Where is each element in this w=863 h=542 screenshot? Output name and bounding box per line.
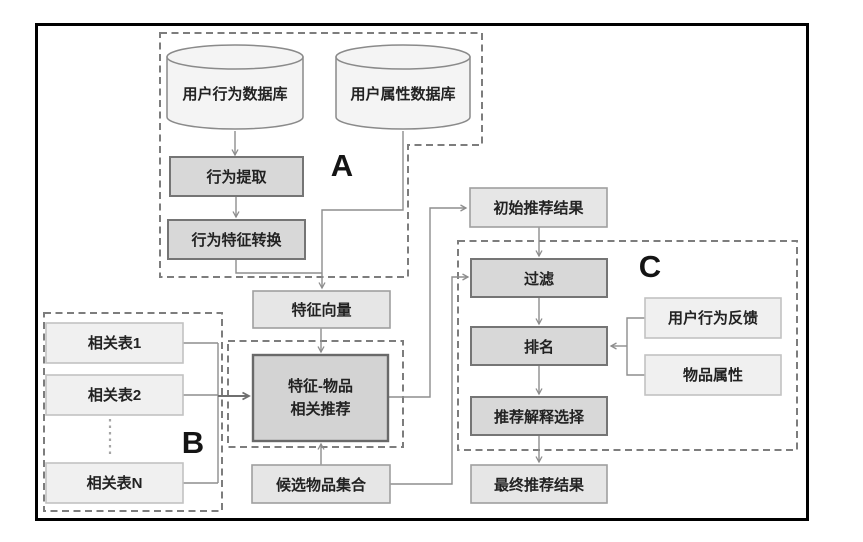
group-core-outline (227, 340, 404, 448)
node-user-behavior-db: 用户行为数据库 (166, 44, 304, 130)
group-a-label: A (331, 148, 353, 183)
node-rank: 排名 (470, 326, 608, 366)
connectors (108, 131, 645, 485)
node-box (167, 219, 306, 260)
group-b-label: B (182, 425, 204, 460)
node-box (251, 353, 390, 443)
node-label: 物品属性 (683, 366, 743, 384)
figure-border (35, 23, 809, 521)
edge-convert-to-featurevector (235, 259, 322, 274)
node-explain-select: 推荐解释选择 (470, 396, 608, 436)
node-label: 行为特征转换 (190, 231, 282, 249)
database-cylinder-top-icon (335, 44, 471, 70)
node-label: 相关表1 (88, 334, 141, 352)
group-core (227, 340, 404, 448)
group-b: B (43, 312, 223, 512)
node-item-attrs: 物品属性 (644, 354, 782, 396)
group-c: C (457, 240, 798, 451)
node-box (45, 374, 184, 416)
node-box (169, 156, 304, 197)
group-c-outline (457, 240, 798, 451)
group-a-outline (159, 32, 483, 278)
node-box (470, 258, 608, 298)
node-behavior-feedback: 用户行为反馈 (644, 297, 782, 339)
node-label-line1: 特征-物品 (288, 377, 353, 395)
database-cylinder-icon (335, 56, 471, 130)
node-feature-item-rec: 特征-物品 相关推荐 (251, 353, 390, 443)
node-box (470, 326, 608, 366)
node-label: 最终推荐结果 (494, 476, 585, 494)
node-related-table-1: 相关表1 (45, 322, 184, 364)
node-label: 用户行为数据库 (182, 85, 287, 103)
group-a: A (159, 32, 483, 278)
node-final-results: 最终推荐结果 (470, 464, 608, 504)
node-label: 行为提取 (205, 168, 267, 186)
node-box (644, 354, 782, 396)
node-label: 用户行为反馈 (668, 309, 758, 327)
node-label: 特征向量 (291, 301, 351, 319)
node-behavior-feature-convert: 行为特征转换 (167, 219, 306, 260)
node-box (251, 464, 391, 504)
node-box (469, 187, 608, 228)
node-box (470, 464, 608, 504)
node-box (470, 396, 608, 436)
node-initial-results: 初始推荐结果 (469, 187, 608, 228)
node-box (45, 322, 184, 364)
edge-core-to-initial (388, 204, 468, 398)
node-box (252, 290, 391, 329)
node-label: 推荐解释选择 (494, 408, 585, 426)
node-label: 用户属性数据库 (350, 85, 455, 103)
node-label: 候选物品集合 (276, 476, 367, 494)
node-label: 排名 (524, 338, 554, 356)
node-box (45, 462, 184, 504)
node-label-line2: 相关推荐 (290, 400, 350, 418)
node-behavior-extract: 行为提取 (169, 156, 304, 197)
node-related-table-2: 相关表2 (45, 374, 184, 416)
database-cylinder-top-icon (166, 44, 304, 70)
node-box (644, 297, 782, 339)
edge-attrdb-to-featurevector (318, 131, 404, 290)
group-b-outline (43, 312, 223, 512)
node-label: 初始推荐结果 (493, 199, 584, 217)
node-label: 相关表N (87, 474, 143, 492)
node-feature-vector: 特征向量 (252, 290, 391, 329)
edge-feedback-bus (626, 317, 645, 376)
node-candidate-items: 候选物品集合 (251, 464, 391, 504)
node-filter: 过滤 (470, 258, 608, 298)
node-label: 相关表2 (88, 386, 141, 404)
node-label: 过滤 (524, 270, 554, 288)
edge-candidate-to-filter (390, 273, 470, 485)
node-related-table-n: 相关表N (45, 462, 184, 504)
group-c-label: C (639, 249, 661, 284)
node-user-attr-db: 用户属性数据库 (335, 44, 471, 130)
database-cylinder-icon (166, 56, 304, 130)
